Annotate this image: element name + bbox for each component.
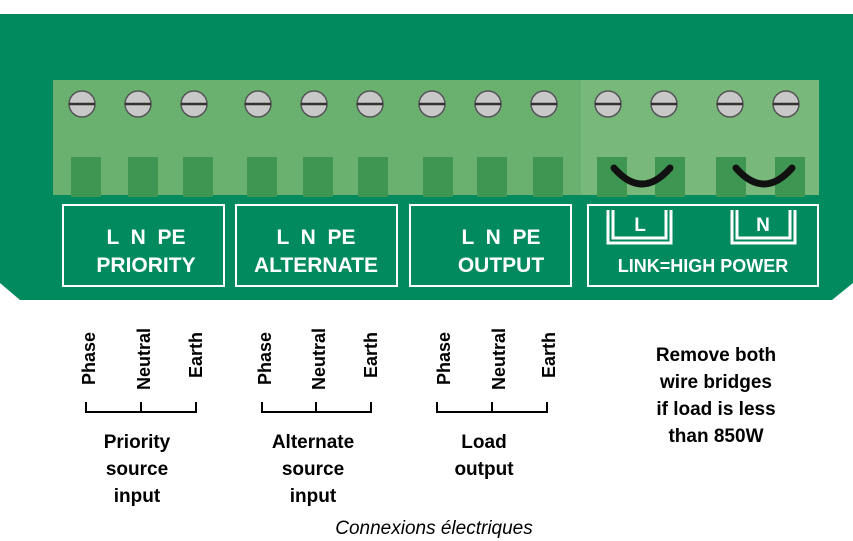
wire-bridge-n (732, 164, 796, 188)
terminal-screw (474, 90, 502, 118)
terminal-screw (772, 90, 800, 118)
terminal-screw (124, 90, 152, 118)
output-label-box (409, 204, 572, 287)
terminal-slot (303, 157, 333, 197)
wire-label-neutral: Neutral (489, 328, 509, 390)
alternate-label: ALTERNATE (254, 254, 378, 277)
priority-label-box (62, 204, 225, 287)
note-line-2: wire bridges (659, 372, 772, 393)
terminal-screw (244, 90, 272, 118)
link-bracket-l (606, 210, 673, 245)
terminal-screw (594, 90, 622, 118)
terminal-screw (356, 90, 384, 118)
link-bracket-n (730, 210, 797, 245)
terminal-slots (71, 157, 805, 197)
terminal-slot (247, 157, 277, 197)
note-line-3: if load is less (656, 399, 775, 420)
link-high-power-label: LINK=HIGH POWER (618, 256, 789, 276)
note-line-4: than 850W (668, 426, 763, 447)
priority-terminal-letters: L N PE (107, 226, 186, 249)
output-description-line-2: output (454, 459, 514, 480)
wire-label-neutral: Neutral (134, 328, 154, 390)
note-line-1: Remove both (656, 345, 776, 366)
wire-bridge-l (610, 164, 674, 188)
priority-label: PRIORITY (96, 254, 195, 277)
terminal-screw (716, 90, 744, 118)
terminal-slot (183, 157, 213, 197)
terminal-screw (180, 90, 208, 118)
alternate-terminal-letters: L N PE (277, 226, 356, 249)
alternate-description-line-3: input (290, 486, 337, 507)
wire-label-earth: Earth (186, 332, 206, 378)
terminal-screw (68, 90, 96, 118)
link-n-label: N (756, 215, 770, 236)
terminal-screw (650, 90, 678, 118)
terminal-slot (71, 157, 101, 197)
terminal-slot (533, 157, 563, 197)
alternate-description-line-2: source (282, 459, 344, 480)
wire-label-phase: Phase (79, 332, 99, 385)
terminal-slot (477, 157, 507, 197)
output-description-line-1: Load (461, 432, 506, 453)
wire-label-earth: Earth (361, 332, 381, 378)
wire-label-earth: Earth (539, 332, 559, 378)
link-l-label: L (634, 215, 646, 236)
wire-label-phase: Phase (434, 332, 454, 385)
alternate-description-line-1: Alternate (272, 432, 354, 453)
link-label-box (587, 204, 819, 287)
priority-description-line-1: Priority (104, 432, 171, 453)
terminal-slot (358, 157, 388, 197)
terminal-screw (530, 90, 558, 118)
priority-description-line-3: input (114, 486, 161, 507)
terminal-screw (418, 90, 446, 118)
terminal-slot (423, 157, 453, 197)
wire-bracket-output (436, 402, 548, 413)
figure-caption: Connexions électriques (335, 518, 533, 539)
terminal-slot (128, 157, 158, 197)
wire-bracket-priority (85, 402, 197, 413)
alternate-label-box (235, 204, 398, 287)
terminal-screws (68, 90, 800, 118)
wire-label-neutral: Neutral (309, 328, 329, 390)
wire-bracket-alternate (261, 402, 372, 413)
priority-description-line-2: source (106, 459, 168, 480)
wire-label-phase: Phase (255, 332, 275, 385)
terminal-screw (300, 90, 328, 118)
output-label: OUTPUT (458, 254, 545, 277)
output-terminal-letters: L N PE (462, 226, 541, 249)
